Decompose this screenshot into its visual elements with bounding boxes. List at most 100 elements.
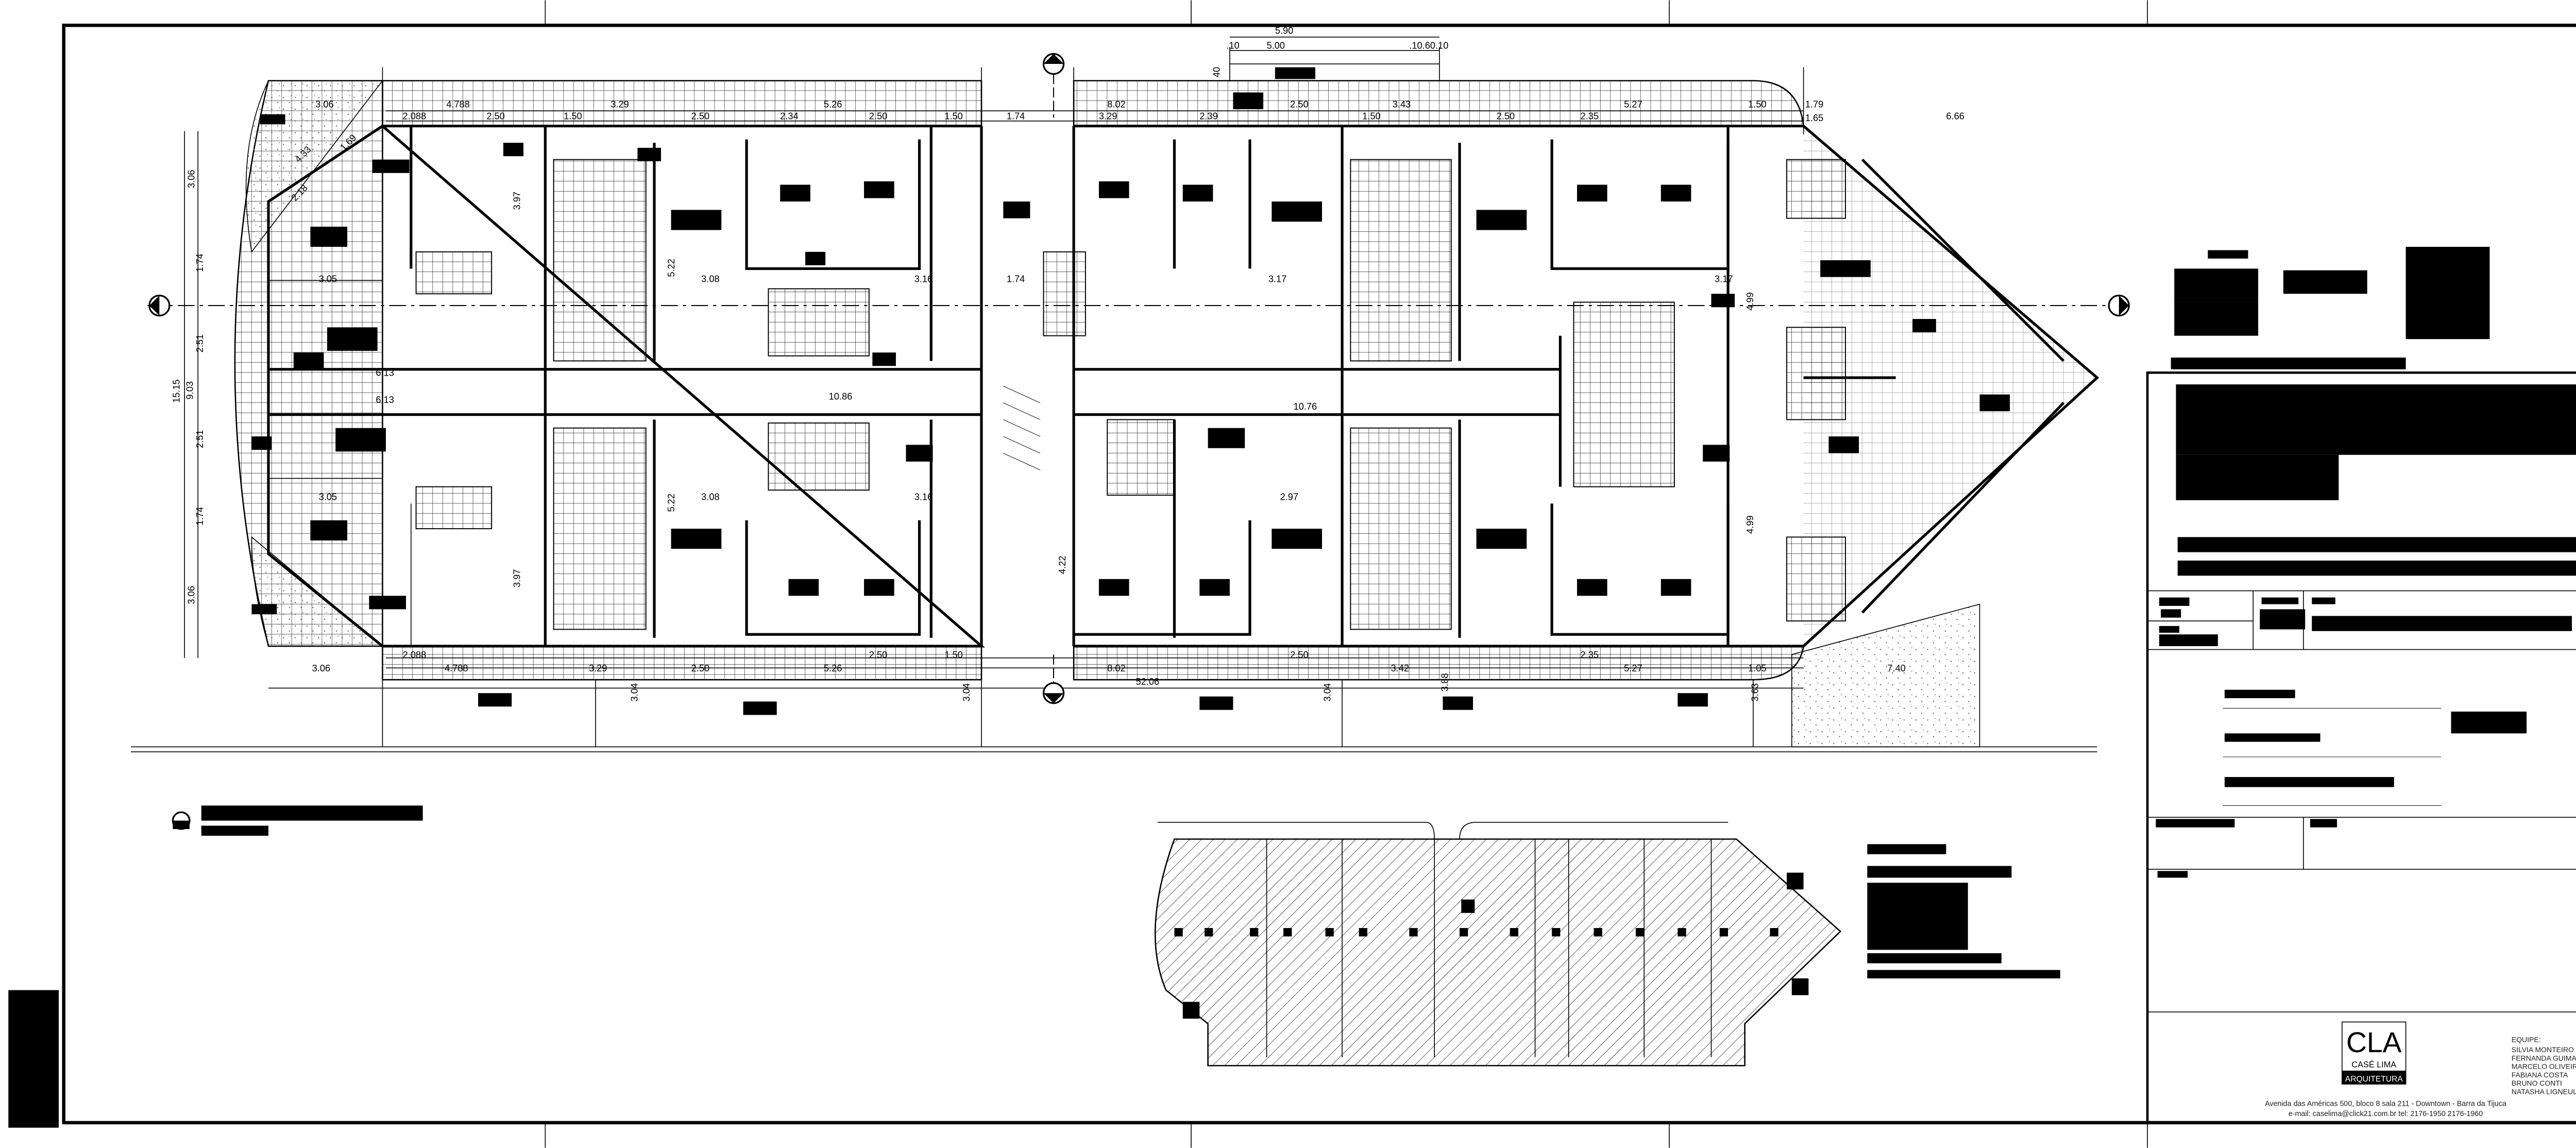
dim-label: 1.74 <box>194 254 205 272</box>
title-block: CLA CASÉ LIMA ARQUITETURA EQUIPE: SILVIA… <box>2146 247 2576 1124</box>
dim-label: 2.50 <box>1290 99 1308 110</box>
dim-label: 2.50 <box>869 649 887 660</box>
dim-label: 8.02 <box>1107 99 1125 110</box>
team-member: FABIANA COSTA <box>2512 1071 2568 1079</box>
dim-label: 3.06 <box>186 170 197 188</box>
dim-label: 3.16 <box>914 273 933 284</box>
dim-label: 3.16 <box>914 492 933 502</box>
dim-label: 3.06 <box>312 663 330 673</box>
dim-label: 15.15 <box>171 379 181 403</box>
dim-label: 1.74 <box>1007 273 1025 284</box>
dim-label: 1.65 <box>1805 112 1823 123</box>
dim-label: 40 <box>1211 67 1222 77</box>
dim-label: 2.50 <box>1497 111 1515 122</box>
dim-label: 5.00 <box>1267 40 1285 51</box>
redacted-labels <box>251 67 2010 715</box>
dim-label: 3.17 <box>1715 273 1733 284</box>
team-member: FERNANDA GUIMARÃES <box>2512 1054 2576 1062</box>
dim-label: 1.79 <box>1805 99 1823 110</box>
dim-label: 3.63 <box>1750 683 1760 701</box>
dim-label: 10.76 <box>1294 401 1317 412</box>
dim-label: 7.40 <box>1887 663 1905 673</box>
dim-label: 5.22 <box>666 259 676 277</box>
dim-label: 4.99 <box>1744 292 1755 310</box>
logo-subtitle: ARQUITETURA <box>2345 1075 2403 1084</box>
dim-label: 2.088 <box>403 111 427 122</box>
dim-label: 3.04 <box>1321 683 1332 701</box>
dim-label: 1.05 <box>1748 663 1766 673</box>
dim-label: 1.50 <box>1362 111 1380 122</box>
dim-label: 3.05 <box>319 492 337 502</box>
dim-label: 3.97 <box>511 192 522 210</box>
dim-label: 4.788 <box>445 663 468 673</box>
dim-label: 2.088 <box>403 649 427 660</box>
dim-label: 52.06 <box>1136 676 1160 687</box>
key-plan <box>1154 822 2060 1067</box>
dim-label: 1.50 <box>944 649 962 660</box>
dim-label: 2.50 <box>486 111 504 122</box>
dim-label: 3.06 <box>186 586 197 604</box>
dim-label: 3.08 <box>701 492 719 502</box>
dim-label: 8.02 <box>1107 663 1125 673</box>
logo-mark: CLA <box>2346 1026 2402 1058</box>
dim-label: 2.35 <box>1581 111 1599 122</box>
drawing-legend <box>172 805 423 836</box>
dim-label: 2.34 <box>780 111 798 122</box>
dim-label: 4.99 <box>1744 515 1755 533</box>
dim-label: .10.60.10 <box>1409 40 1448 51</box>
dim-label: 2.50 <box>1290 649 1308 660</box>
dim-label: 2.51 <box>194 430 205 448</box>
dim-label: 4.788 <box>446 99 470 110</box>
sheet-frame <box>8 0 2576 1148</box>
dim-label: 5.90 <box>1275 25 1293 36</box>
logo-name: CASÉ LIMA <box>2351 1059 2396 1069</box>
team-label: EQUIPE: <box>2512 1036 2541 1044</box>
key-plan-legend <box>1867 844 2060 978</box>
dim-label: 3.88 <box>1439 673 1450 691</box>
dim-label: 2.50 <box>691 111 709 122</box>
dim-label: 2.50 <box>691 663 709 673</box>
dim-label: 6.13 <box>376 394 394 405</box>
dim-label: 3.05 <box>319 273 337 284</box>
building-walls <box>130 37 2099 752</box>
dim-label: 3.43 <box>1393 99 1411 110</box>
dim-label: 2.35 <box>1581 649 1599 660</box>
dim-label: 10.86 <box>829 391 853 401</box>
dim-label: 3.06 <box>315 99 333 110</box>
dim-label: 5.27 <box>1624 663 1642 673</box>
dim-label: 3.04 <box>961 683 972 701</box>
team-member: SILVIA MONTEIRO <box>2512 1045 2574 1054</box>
company-logo: CLA CASÉ LIMA ARQUITETURA <box>2342 1021 2406 1085</box>
dim-label: 1.74 <box>194 507 205 525</box>
dim-label: 3.42 <box>1391 663 1409 673</box>
dim-label: 3.17 <box>1268 273 1286 284</box>
dim-label: 3.29 <box>1099 111 1117 122</box>
company-contact: e-mail: caselima@click21.com.br tel: 217… <box>2289 1110 2483 1118</box>
dim-label: 3.04 <box>629 683 639 701</box>
dim-label: 2.50 <box>869 111 887 122</box>
company-address: Avenida das Américas 500, bloco 8 sala 2… <box>2265 1100 2506 1108</box>
sheet-side-tab <box>8 990 59 1128</box>
dim-label: 1.50 <box>564 111 582 122</box>
dim-label: 5.27 <box>1624 99 1642 110</box>
dim-label: 3.08 <box>701 273 719 284</box>
team-member: BRUNO CONTI <box>2512 1079 2562 1087</box>
dim-label: 3.29 <box>589 663 607 673</box>
dim-label: 9.03 <box>184 381 195 399</box>
dim-label: 3.29 <box>611 99 629 110</box>
dim-label: 2.51 <box>194 334 205 352</box>
dim-label: 1.50 <box>944 111 962 122</box>
dim-label: 4.22 <box>1057 556 1067 574</box>
dim-label: 6.13 <box>376 367 394 378</box>
dim-label: 5.26 <box>824 99 842 110</box>
dim-label: 2.39 <box>1199 111 1217 122</box>
team-list: EQUIPE: SILVIA MONTEIRO FERNANDA GUIMARÃ… <box>2512 1036 2576 1096</box>
dim-label: 5.26 <box>824 663 842 673</box>
team-member: MARCELO OLIVEIRA <box>2512 1062 2576 1071</box>
dim-label: 5.22 <box>666 494 676 512</box>
dim-label: 6.66 <box>1946 111 1964 122</box>
dimension-labels: 5.90 5.00 .10 .10.60.10 40 3.06 4.788 2.… <box>171 25 1964 701</box>
section-axis <box>147 53 2131 704</box>
dim-label: 2.97 <box>1280 492 1298 502</box>
